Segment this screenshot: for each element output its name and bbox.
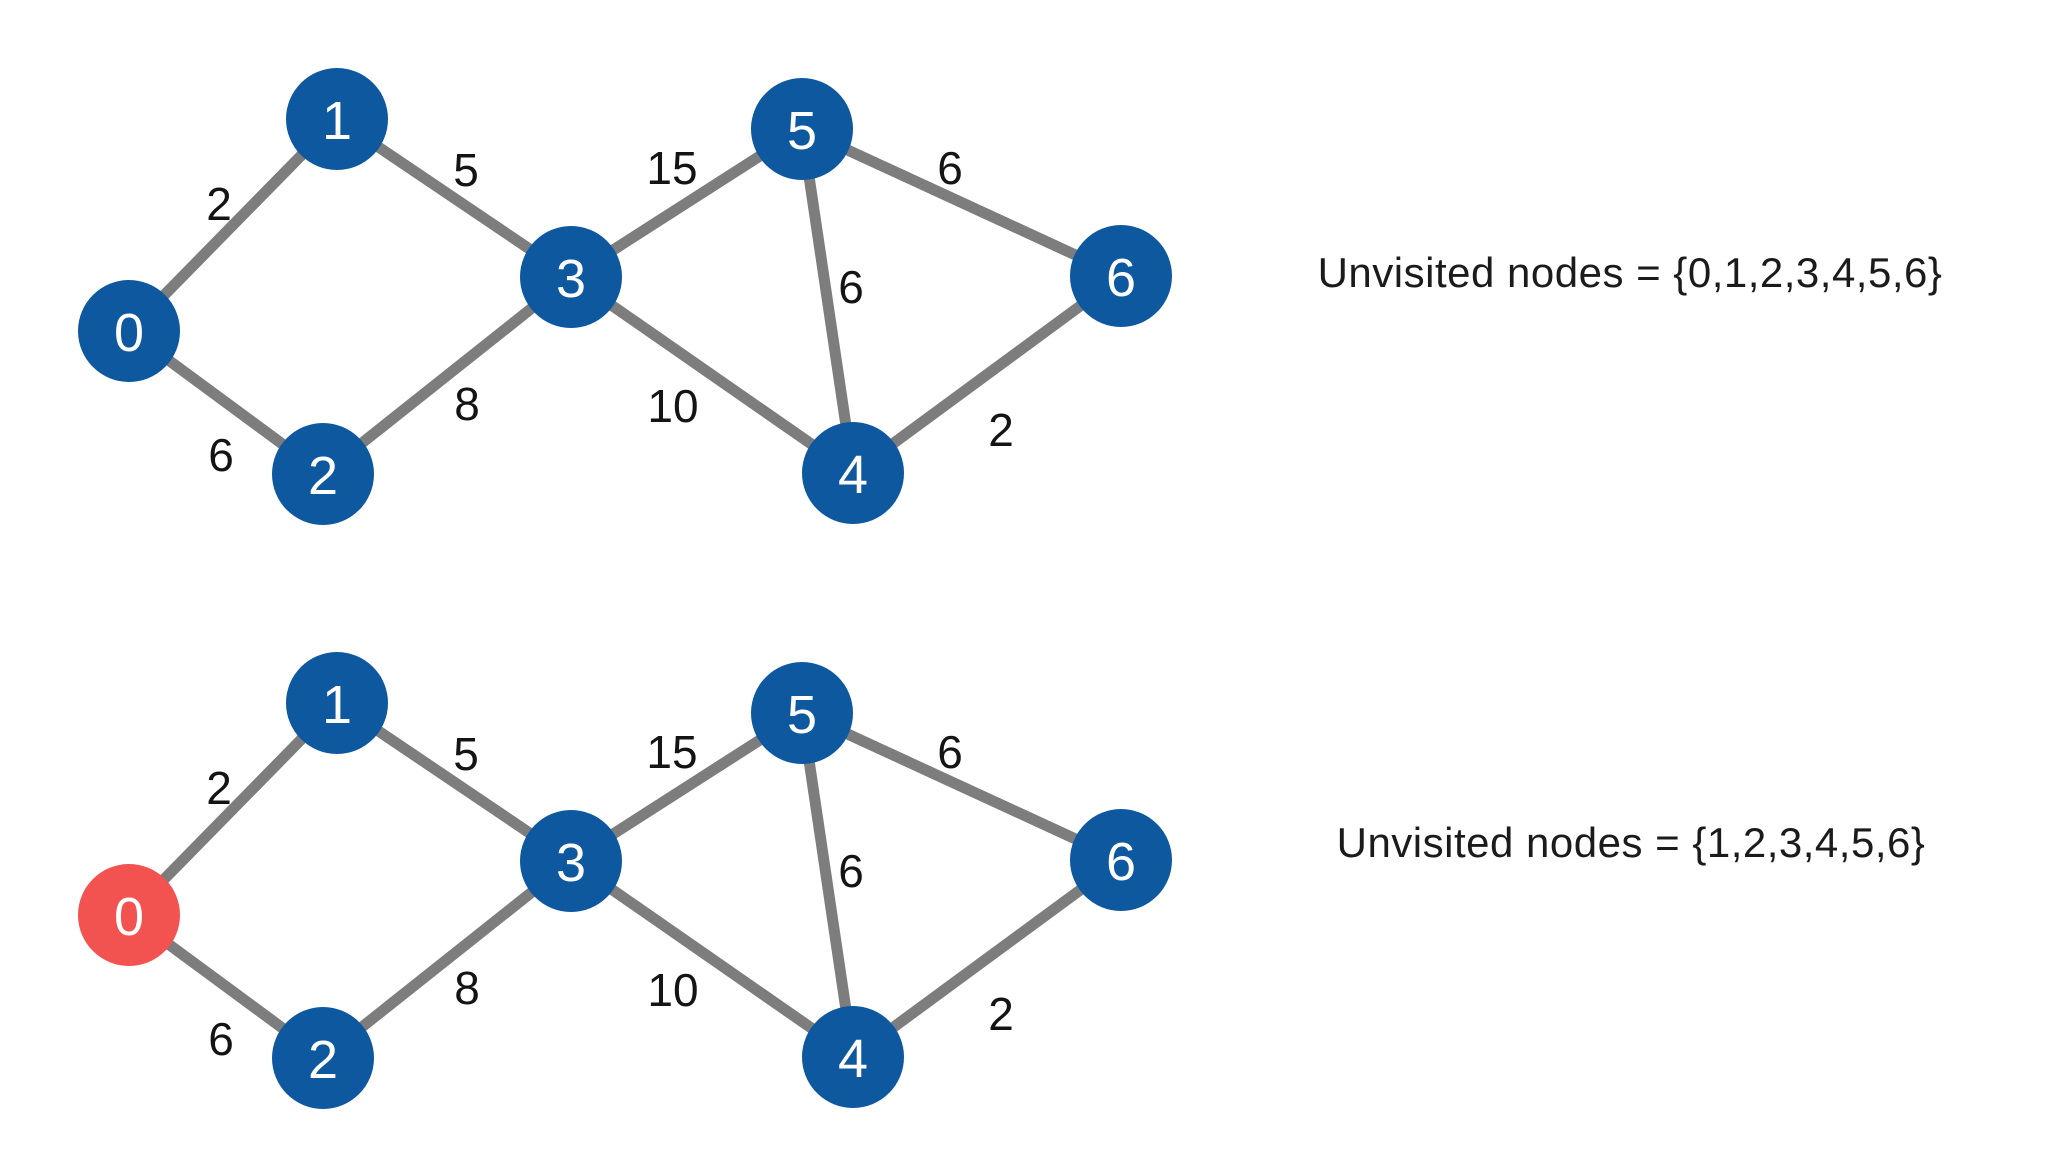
edge-weight-5-6: 6 [937,726,963,778]
node-label-5: 5 [787,101,817,161]
edge-4-6 [849,855,1125,1062]
edge-5-6 [799,124,1124,281]
node-label-3: 3 [556,249,586,309]
node-1-unvisited [286,68,388,170]
node-3-unvisited [520,810,622,912]
node-0-visited [78,864,180,966]
edge-weight-5-6: 6 [937,142,963,194]
edge-weight-0-1: 2 [206,178,232,230]
node-6-unvisited [1070,809,1172,911]
node-1-unvisited [286,652,388,754]
edge-weight-5-4: 6 [838,261,864,313]
node-label-1: 1 [322,675,352,735]
node-label-4: 4 [838,445,868,505]
edge-2-3 [319,856,575,1063]
node-label-4: 4 [838,1029,868,1089]
node-label-6: 6 [1106,248,1136,308]
edge-weight-3-5: 15 [646,726,697,778]
unvisited-nodes-caption-bottom: Unvisited nodes = {1,2,3,4,5,6} [1336,819,1926,866]
edge-weight-5-4: 6 [838,845,864,897]
graph-panel-step-initial: 2 5 6 8 15 10 6 6 2 0 1 2 3 4 5 6 [78,68,1172,525]
edge-weight-0-2: 6 [208,429,234,481]
edge-4-6 [849,271,1125,478]
node-0-unvisited [78,280,180,382]
node-6-unvisited [1070,225,1172,327]
node-2-unvisited [272,1007,374,1109]
edge-weight-1-3: 5 [453,144,479,196]
node-4-unvisited [802,1006,904,1108]
edge-weight-3-5: 15 [646,142,697,194]
node-label-0: 0 [114,887,144,947]
node-label-2: 2 [308,1030,338,1090]
graph-panel-step-after-0: 2 5 6 8 15 10 6 6 2 0 1 2 3 4 5 6 [78,652,1172,1109]
edge-weight-1-3: 5 [453,728,479,780]
edge-5-4 [796,712,859,1058]
unvisited-nodes-caption-top: Unvisited nodes = {0,1,2,3,4,5,6} [1317,249,1943,296]
node-label-3: 3 [556,833,586,893]
edge-weight-0-2: 6 [208,1013,234,1065]
node-2-unvisited [272,423,374,525]
edge-weight-4-6: 2 [988,404,1014,456]
edge-2-3 [319,272,575,479]
node-4-unvisited [802,422,904,524]
node-label-1: 1 [322,91,352,151]
edge-weight-3-4: 10 [647,964,698,1016]
edge-weight-2-3: 8 [454,962,480,1014]
edge-3-4 [567,272,857,478]
node-label-6: 6 [1106,832,1136,892]
node-label-5: 5 [787,685,817,745]
edge-weight-0-1: 2 [206,762,232,814]
node-5-unvisited [751,662,853,764]
edge-weight-2-3: 8 [454,378,480,430]
edge-weight-3-4: 10 [647,380,698,432]
edge-3-4 [567,856,857,1062]
edge-5-6 [799,708,1124,865]
node-5-unvisited [751,78,853,180]
node-3-unvisited [520,226,622,328]
edge-weight-4-6: 2 [988,988,1014,1040]
node-label-0: 0 [114,303,144,363]
edge-5-4 [796,128,859,474]
node-label-2: 2 [308,446,338,506]
